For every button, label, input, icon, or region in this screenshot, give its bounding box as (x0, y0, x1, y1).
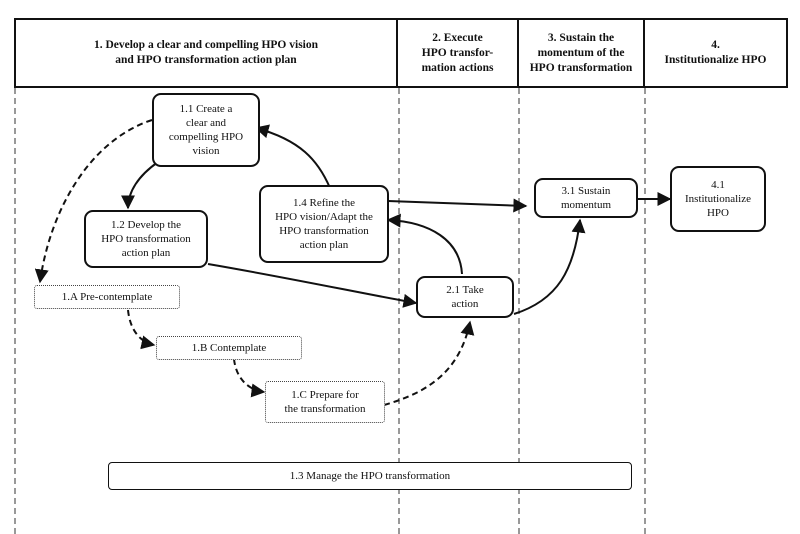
arrow-1-1-to-1-2 (121, 161, 159, 210)
step-1-4-label: 1.4 Refine the HPO vision/Adapt the HPO … (275, 197, 373, 251)
lane-divider-1-2 (398, 88, 400, 534)
phase-3-header: 3. Sustain the momentum of the HPO trans… (517, 18, 645, 88)
step-3-1-label: 3.1 Sustain momentum (560, 185, 612, 211)
arrow-1-2-to-2-1 (207, 263, 418, 308)
step-2-1-take-action: 2.1 Take action (416, 276, 514, 318)
arrow-2-1-to-1-4 (386, 213, 463, 275)
phase-2-label: 2. Execute HPO transfor- mation actions (421, 31, 494, 74)
step-1-1-label: 1.1 Create a clear and compelling HPO vi… (168, 103, 244, 157)
dashed-arrow-1-b-to-1-c (233, 358, 266, 398)
phase-1-header: 1. Develop a clear and compelling HPO vi… (14, 18, 398, 88)
lane-divider-left (14, 88, 16, 534)
step-1-a-label: 1.A Pre-contemplate (61, 291, 153, 303)
arrow-1-4-to-1-1 (254, 124, 331, 189)
step-1-2-develop-plan: 1.2 Develop the HPO transformation actio… (84, 210, 208, 268)
step-1-a-pre-contemplate: 1.A Pre-contemplate (34, 285, 180, 309)
step-2-1-label: 2.1 Take action (446, 284, 484, 310)
phase-1-label: 1. Develop a clear and compelling HPO vi… (93, 39, 319, 66)
step-4-1-institutionalize: 4.1 Institutionalize HPO (670, 166, 766, 232)
dashed-arrow-1-1-to-1-a (34, 119, 153, 284)
phase-2-header: 2. Execute HPO transfor- mation actions (396, 18, 519, 88)
phase-3-label: 3. Sustain the momentum of the HPO trans… (529, 31, 633, 74)
step-1-c-label: 1.C Prepare for the transformation (284, 389, 366, 415)
step-1-3-label: 1.3 Manage the HPO transformation (289, 470, 451, 482)
step-1-2-label: 1.2 Develop the HPO transformation actio… (101, 219, 191, 259)
phase-4-label: 4. Institutionalize HPO (664, 39, 767, 66)
arrow-2-1-to-3-1 (513, 218, 586, 315)
lane-divider-right (786, 88, 788, 534)
phase-4-header: 4. Institutionalize HPO (643, 18, 788, 88)
step-1-1-create-vision: 1.1 Create a clear and compelling HPO vi… (152, 93, 260, 167)
step-1-4-refine-vision: 1.4 Refine the HPO vision/Adapt the HPO … (259, 185, 389, 263)
arrow-1-4-to-3-1 (387, 198, 528, 213)
step-1-c-prepare: 1.C Prepare for the transformation (265, 381, 385, 423)
step-1-b-contemplate: 1.B Contemplate (156, 336, 302, 360)
step-4-1-label: 4.1 Institutionalize HPO (685, 179, 751, 219)
step-3-1-sustain-momentum: 3.1 Sustain momentum (534, 178, 638, 218)
dashed-arrow-1-a-to-1-b (127, 309, 156, 350)
step-1-b-label: 1.B Contemplate (191, 342, 267, 354)
step-1-3-manage-transformation: 1.3 Manage the HPO transformation (108, 462, 632, 490)
lane-divider-3-4 (644, 88, 646, 534)
dashed-arrow-1-c-to-2-1 (383, 320, 475, 406)
lane-divider-2-3 (518, 88, 520, 534)
